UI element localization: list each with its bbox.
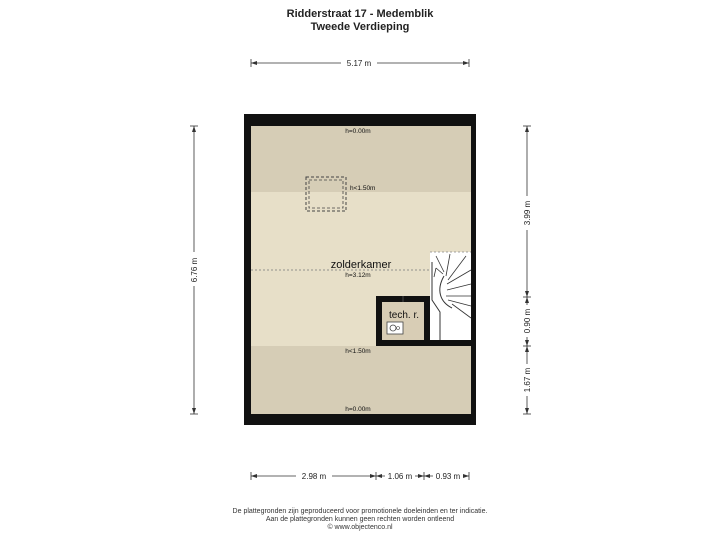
dimension-label-bottom-left: 2.98 m xyxy=(302,472,327,481)
dimension-label-bottom-middle: 1.06 m xyxy=(388,472,413,481)
low-zone-top xyxy=(251,126,471,192)
disclaimer-line-2: Aan de plattegronden kunnen geen rechten… xyxy=(265,516,455,523)
dimension-left: 6.76 m xyxy=(188,125,200,415)
tech-wall-right xyxy=(424,296,430,342)
room-height-zolderkamer: h=3.12m xyxy=(345,272,370,279)
dimension-label-right-upper: 3.99 m xyxy=(523,200,532,225)
plan-title: Ridderstraat 17 - Medemblik xyxy=(286,8,434,20)
dimension-right: 3.99 m 0.90 m 1.67 m xyxy=(521,125,533,415)
dimension-label-right-middle: 0.90 m xyxy=(523,308,532,333)
low-zone-bottom xyxy=(251,346,471,414)
height-skylight: h<1.50m xyxy=(350,185,375,192)
tech-wall-bottom xyxy=(376,340,475,346)
height-bottom-edge: h=0.00m xyxy=(345,406,370,413)
boiler-icon xyxy=(386,321,404,335)
dimension-bottom: 2.98 m 1.06 m 0.93 m xyxy=(250,470,470,481)
room-name-tech: tech. r. xyxy=(389,310,419,321)
height-lower-slope: h<1.50m xyxy=(345,348,370,355)
disclaimer-line-1: De plattegronden zijn geproduceerd voor … xyxy=(232,508,488,515)
dimension-top: 5.17 m xyxy=(250,57,470,68)
copyright-link[interactable]: © www.objectenco.nl xyxy=(327,524,393,531)
floor-subtitle: Tweede Verdieping xyxy=(310,21,410,33)
height-top-edge: h=0.00m xyxy=(345,128,370,135)
dimension-label-left: 6.76 m xyxy=(190,257,199,282)
staircase xyxy=(430,251,472,340)
dimension-label-bottom-right: 0.93 m xyxy=(436,472,461,481)
dimension-label-right-lower: 1.67 m xyxy=(523,367,532,392)
room-name-zolderkamer: zolderkamer xyxy=(331,259,392,271)
skylight-outline xyxy=(305,176,347,212)
tech-wall-left xyxy=(376,296,382,342)
dimension-label-top: 5.17 m xyxy=(347,59,372,68)
